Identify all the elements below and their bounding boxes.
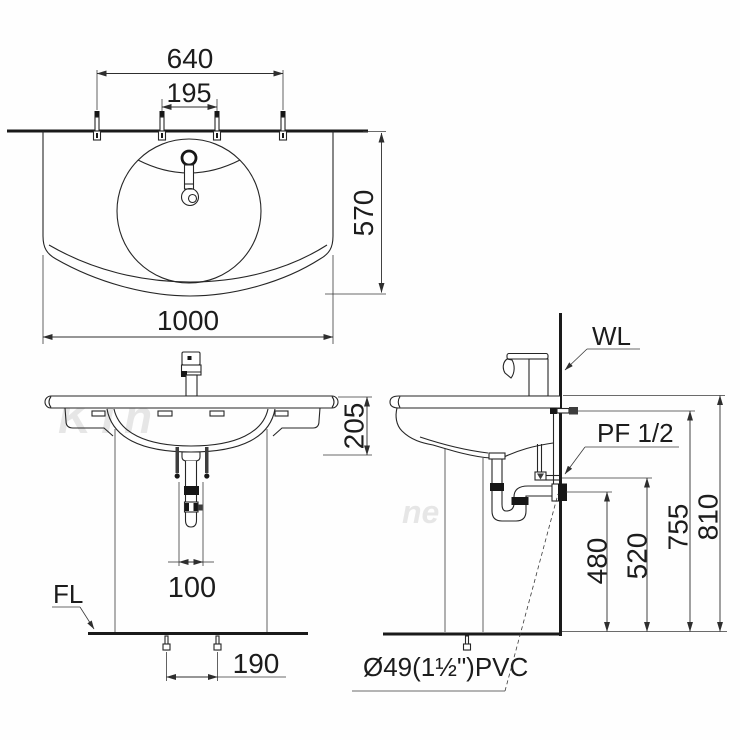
floor-level-callout: FL [52,579,95,630]
dim-195-text: 195 [166,78,211,108]
dim-520-text: 520 [622,533,653,580]
faucet-side [502,352,549,397]
underbody-left [64,407,114,437]
floor-bolt [162,635,171,651]
dimension-520: 520 [562,477,653,632]
dimension-195: 195 [161,78,218,111]
dim-480-text: 480 [582,538,613,585]
top-view: 640 195 570 1000 [7,43,386,344]
dimension-640: 640 [96,43,284,110]
drain-pipe-callout: Ø49(1½")PVC [352,493,559,692]
fixing-slot [274,410,289,417]
watermark-text-small: ne [402,494,439,530]
dimension-755: 755 [578,410,695,632]
underbody-right [272,407,321,437]
floor-bolt [462,635,472,651]
dimension-205: 205 [323,396,372,456]
faucet-hole [180,149,198,167]
dimension-480: 480 [566,491,613,632]
dim-205-text: 205 [339,403,370,450]
dim-810-text: 810 [693,494,724,541]
rim-right-cap [331,396,335,408]
dim-1000-text: 1000 [157,305,219,336]
floor-bolt [213,635,222,651]
side-view: WL PF 1/2 Ø49(1½")PVC 480 520 [352,313,727,692]
bowl-underside-inner [113,408,269,447]
basin-rim-side [389,395,560,409]
bowl-profile-back [503,442,554,458]
rim-side-cap [397,396,401,408]
dimension-1000: 1000 [42,255,334,344]
bowl-profile-outer [395,407,492,459]
p-trap [488,452,567,522]
dimension-570: 570 [325,131,386,295]
bowl-profile-inner [419,436,489,454]
bowl-circle [116,138,262,284]
supply-fitting-callout: PF 1/2 [564,418,679,475]
faucet-front [180,351,202,397]
basin-inner-rim-arc [48,244,328,283]
dimension-100: 100 [168,482,216,604]
dim-570-text: 570 [348,190,379,237]
mounting-bracket [174,447,210,479]
drain-hole-outer [180,187,200,207]
basin-rim-front [44,395,339,409]
wall-label-text: WL [592,321,631,351]
fixing-slot [157,410,173,417]
wall-anchor-bolt [157,111,167,141]
dim-100-text: 100 [168,572,216,604]
dimension-190: 190 [166,648,286,681]
wall-anchor-bolt [212,111,222,141]
dim-190-text: 190 [233,648,280,679]
faucet-stem-plan [183,164,195,190]
fixing-slot [91,410,106,417]
wall-anchor-bolt [278,111,288,141]
front-view: FL 100 190 205 [44,351,372,681]
wall-line-callout: WL [564,321,640,371]
supply-riser [534,444,559,481]
drain-hole-inner [187,193,198,204]
drain-assembly-front [181,451,203,528]
dim-640-text: 640 [167,43,214,74]
dimension-810: 810 [563,395,725,632]
floor-label-text: FL [53,579,83,609]
pipe-label-text: Ø49(1½")PVC [363,652,528,682]
basin-outline-plan [42,131,334,297]
rim-left-cap [48,396,52,408]
wall-anchor-bolt [92,111,102,141]
fixing-slot [209,410,225,417]
dim-755-text: 755 [663,504,694,551]
supply-label-text: PF 1/2 [597,418,674,448]
wall-mounting-bolt [550,407,578,415]
